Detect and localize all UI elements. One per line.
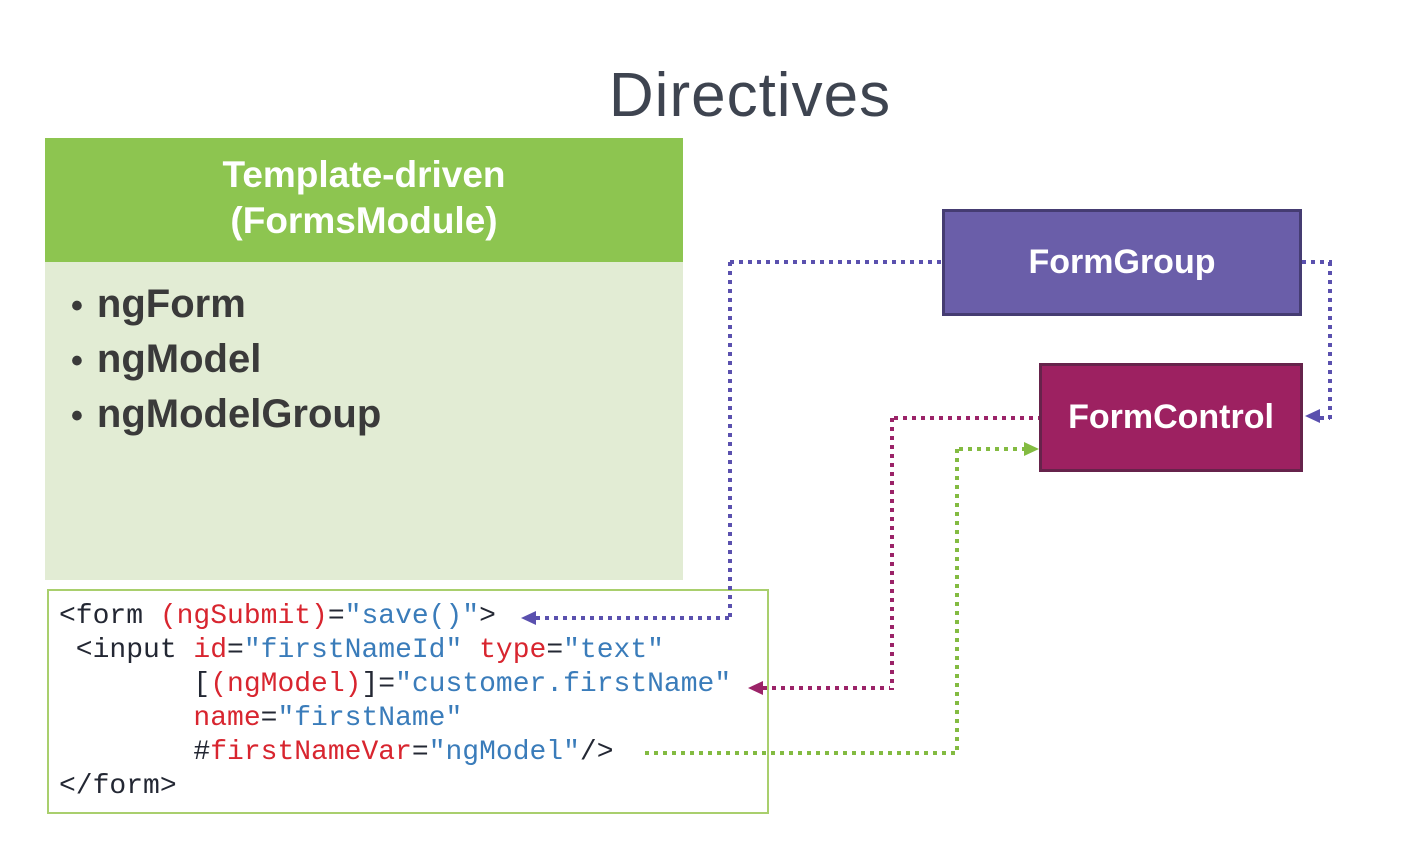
code-line: name="firstName" xyxy=(59,702,767,736)
code-token: type xyxy=(479,635,547,666)
bullet-label: ngModel xyxy=(96,337,262,381)
code-token: ]= xyxy=(361,669,396,700)
formcontrol-label: FormControl xyxy=(1068,398,1274,436)
list-item: • ngModelGroup xyxy=(71,388,673,443)
list-item: • ngModel xyxy=(71,333,673,388)
bullet-label: ngForm xyxy=(96,282,246,326)
code-token: "text" xyxy=(563,635,664,666)
code-token: = xyxy=(227,635,244,666)
code-token: "ngModel" xyxy=(428,737,580,768)
code-token: </form> xyxy=(59,771,177,802)
ngmodel-connector-vertical-segment xyxy=(955,449,959,755)
code-token: = xyxy=(411,737,429,768)
formgroup-arrowhead-icon xyxy=(521,611,536,625)
code-token: <input xyxy=(59,635,194,666)
ngmodel-connector-bottom-segment xyxy=(645,751,955,755)
formcontrol-connector-top-segment xyxy=(894,416,1039,420)
formcontrol-node: FormControl xyxy=(1039,363,1303,472)
code-token: = xyxy=(260,703,278,734)
code-token: <form xyxy=(59,601,160,632)
ngmodel-connector-top-segment xyxy=(959,447,1024,451)
bullet-list: • ngForm • ngModel • ngModelGroup xyxy=(45,262,683,580)
formcontrol-connector-bottom-segment xyxy=(763,686,890,690)
code-token: "customer.firstName" xyxy=(395,669,732,700)
formgroup-connector-bottom-segment xyxy=(536,616,730,620)
code-token: "firstNameId" xyxy=(243,635,463,666)
code-line: [(ngModel)]="customer.firstName" xyxy=(59,668,767,702)
code-token: = xyxy=(327,601,345,632)
template-driven-panel: Template-driven (FormsModule) • ngForm • ng… xyxy=(45,138,683,580)
code-line: </form> xyxy=(59,770,767,804)
formgroup-node: FormGroup xyxy=(942,209,1302,316)
code-token: name xyxy=(193,703,261,734)
formgroup-formcontrol-arrowhead-icon xyxy=(1305,409,1320,423)
formgroup-formcontrol-connector-vertical-segment xyxy=(1328,262,1332,420)
formcontrol-arrowhead-icon xyxy=(748,681,763,695)
ngmodel-arrowhead-icon xyxy=(1024,442,1039,456)
panel-header: Template-driven (FormsModule) xyxy=(45,138,683,262)
code-token: (ngSubmit) xyxy=(159,601,328,632)
code-token: /> xyxy=(579,737,614,768)
formgroup-formcontrol-connector-bottom-segment xyxy=(1320,416,1330,420)
code-panel: <form (ngSubmit)="save()"> <input id="fi… xyxy=(47,589,769,814)
formcontrol-connector-vertical-segment xyxy=(890,418,894,690)
code-token: "firstName" xyxy=(277,703,463,734)
code-block: <form (ngSubmit)="save()"> <input id="fi… xyxy=(59,600,767,804)
bullet-icon: • xyxy=(71,342,83,380)
code-token xyxy=(59,703,193,734)
formgroup-connector-top-segment xyxy=(730,260,942,264)
code-token: [ xyxy=(59,669,211,700)
code-line: #firstNameVar="ngModel"/> xyxy=(59,736,767,770)
code-token: > xyxy=(479,601,496,632)
panel-header-line2: (FormsModule) xyxy=(230,200,498,241)
code-token: # xyxy=(59,737,211,768)
panel-header-line1: Template-driven xyxy=(222,154,506,195)
code-token: "save()" xyxy=(344,601,480,632)
formgroup-label: FormGroup xyxy=(1028,243,1216,281)
formgroup-formcontrol-connector-top-segment xyxy=(1302,260,1332,264)
code-token: (ngModel) xyxy=(210,669,362,700)
code-line: <input id="firstNameId" type="text" xyxy=(59,634,767,668)
formgroup-connector-vertical-segment xyxy=(728,262,732,618)
code-line: <form (ngSubmit)="save()"> xyxy=(59,600,767,634)
code-token: id xyxy=(193,635,228,666)
list-item: • ngForm xyxy=(71,278,673,333)
bullet-label: ngModelGroup xyxy=(96,392,382,436)
page-title: Directives xyxy=(608,61,892,130)
code-token xyxy=(462,635,479,666)
bullet-icon: • xyxy=(71,287,83,325)
code-token: firstNameVar xyxy=(210,737,412,768)
code-token: = xyxy=(546,635,564,666)
bullet-icon: • xyxy=(71,397,83,435)
